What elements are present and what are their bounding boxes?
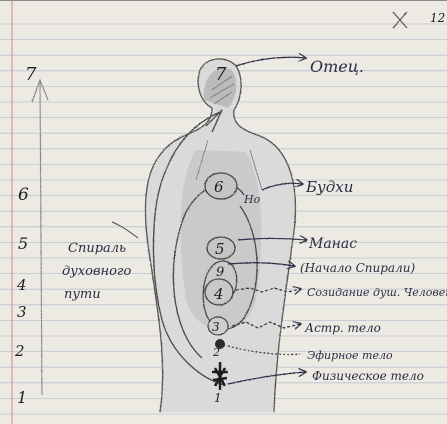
center-number-2: 2 <box>212 346 220 359</box>
spiral-caption-line-2: духовного <box>62 264 131 279</box>
scale-number-4: 4 <box>16 276 27 294</box>
scale-number-6: 6 <box>18 185 29 205</box>
label-otets: Отец. <box>310 57 364 76</box>
label-physical-body: Физическое тело <box>312 369 424 383</box>
label-budhi: Будхи <box>305 178 353 196</box>
label-spiral-start: (Начало Спирали) <box>300 261 415 275</box>
scale-number-7: 7 <box>25 64 37 85</box>
side-note-no: Но <box>243 193 261 206</box>
center-number-6: 6 <box>214 178 224 196</box>
scale-number-2: 2 <box>14 342 25 360</box>
center-number-1: 1 <box>214 391 222 405</box>
label-astral-body: Астр. тело <box>304 321 381 335</box>
center-number-7: 7 <box>215 64 227 85</box>
scale-number-1: 1 <box>17 388 27 407</box>
spiral-caption-line-3: пути <box>64 287 101 302</box>
center-number-9: 9 <box>216 265 224 280</box>
spiral-caption-line-1: Спираль <box>68 241 126 256</box>
page-number: 12 <box>430 11 445 25</box>
label-manas: Манас <box>308 236 357 252</box>
scale-number-3: 3 <box>17 303 27 321</box>
scale-number-5: 5 <box>18 234 28 253</box>
center-number-3: 3 <box>212 320 220 334</box>
center-number-5: 5 <box>215 240 225 258</box>
center-number-4: 4 <box>213 285 224 303</box>
label-etheric-body: Эфирное тело <box>307 349 393 362</box>
label-soul-creation: Созидание душ. Человек <box>307 286 447 299</box>
